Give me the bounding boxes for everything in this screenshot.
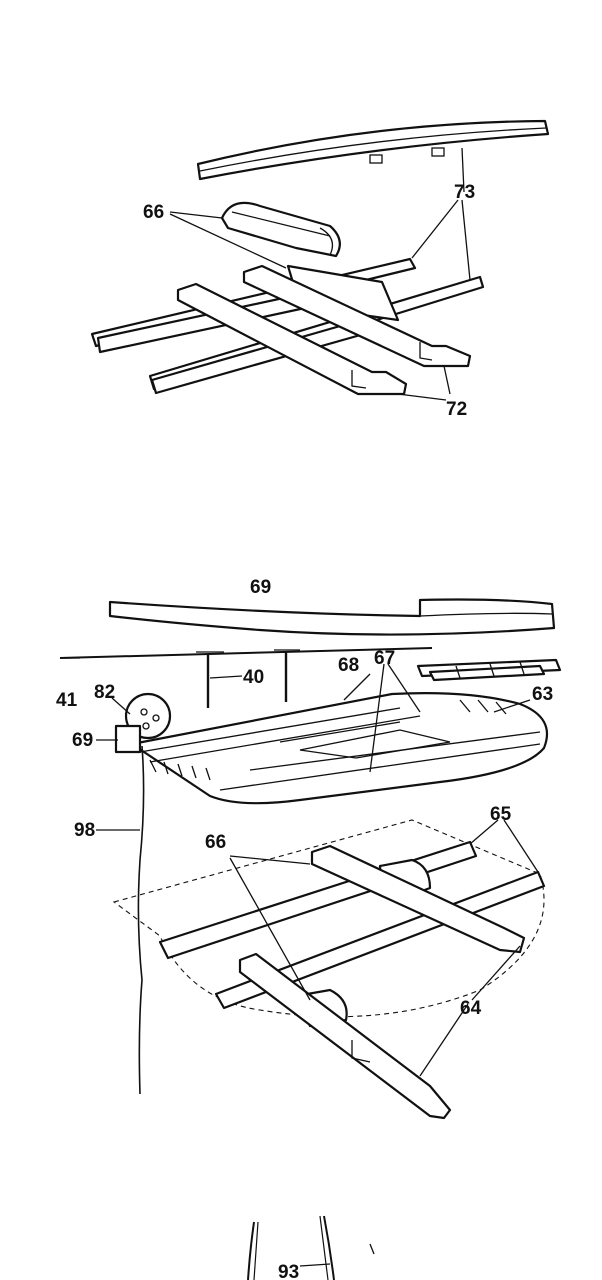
mast-left-edge bbox=[247, 1221, 255, 1280]
callout-72: 72 bbox=[446, 399, 467, 420]
dashed-outline bbox=[112, 819, 545, 1018]
runner-72-right bbox=[242, 264, 472, 368]
callout-93: 93 bbox=[278, 1262, 299, 1280]
top-assembly: 66 73 72 bbox=[90, 119, 550, 420]
mast-right-edge bbox=[323, 1215, 335, 1280]
callout-40: 40 bbox=[243, 667, 264, 688]
callout-98: 98 bbox=[74, 820, 95, 841]
callout-63: 63 bbox=[532, 684, 553, 705]
middle-assembly: 69 40 41 82 69 68 67 63 98 66 65 64 bbox=[56, 577, 562, 1120]
curved-top-rail bbox=[196, 119, 550, 181]
cord-98 bbox=[137, 745, 145, 1095]
bracket-69 bbox=[114, 724, 142, 754]
callout-73: 73 bbox=[454, 182, 475, 203]
callout-64: 64 bbox=[460, 998, 482, 1019]
runner-64-left bbox=[238, 952, 452, 1120]
callout-69-top: 69 bbox=[250, 577, 271, 598]
deck-platform-63 bbox=[130, 692, 549, 805]
callout-82: 82 bbox=[94, 682, 115, 703]
callout-66-top: 66 bbox=[143, 202, 164, 223]
callout-65: 65 bbox=[490, 804, 512, 825]
callout-41: 41 bbox=[56, 690, 78, 711]
bottom-assembly-partial: 93 bbox=[247, 1215, 375, 1280]
callout-66-middle: 66 bbox=[205, 832, 226, 853]
runner-72-left bbox=[176, 282, 408, 396]
runner-64-right bbox=[310, 844, 526, 954]
callout-69-bracket: 69 bbox=[72, 730, 93, 751]
callout-67: 67 bbox=[374, 648, 395, 669]
curved-rail-69 bbox=[108, 598, 556, 636]
slat-stack-67 bbox=[416, 658, 562, 682]
callout-68: 68 bbox=[338, 655, 359, 676]
